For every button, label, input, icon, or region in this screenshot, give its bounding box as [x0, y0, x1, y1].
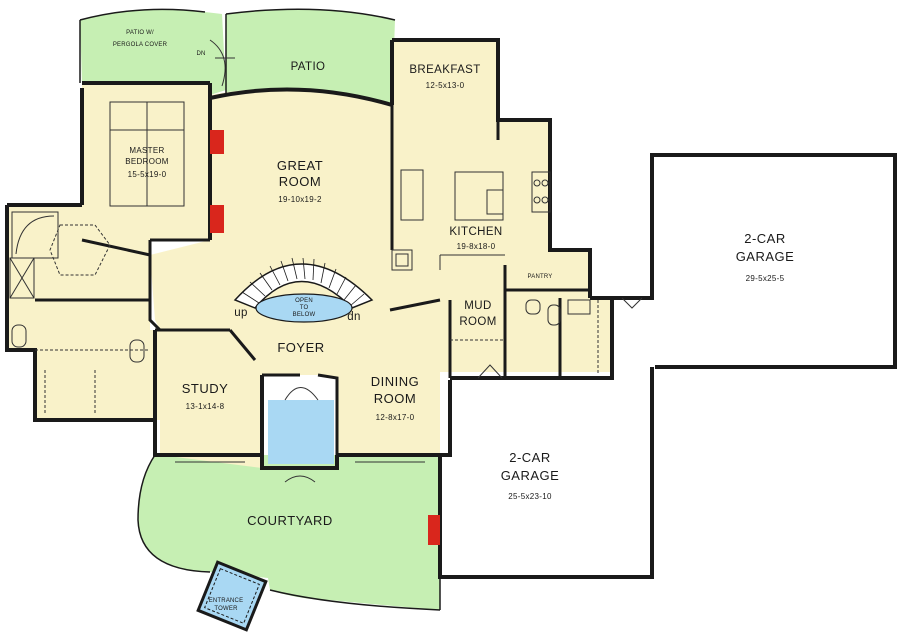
- great-room-dims: 19-10x19-2: [278, 195, 322, 204]
- open-to-below-line2: TO: [300, 305, 309, 311]
- kitchen-label: KITCHEN: [449, 226, 502, 238]
- upper-garage-label-line1: 2-CAR: [744, 231, 786, 246]
- open-to-below: [255, 293, 353, 323]
- fireplace-icons: [210, 130, 440, 545]
- great-room-label-line2: ROOM: [279, 174, 321, 189]
- lower-garage-label-line1: 2-CAR: [509, 450, 551, 465]
- pergola-patio-label-line2: PERGOLA COVER: [113, 42, 168, 48]
- master-label-line2: BEDROOM: [125, 157, 168, 166]
- pergola-patio-label-line1: PATIO W/: [126, 30, 154, 36]
- entry-vestibule: [268, 400, 334, 464]
- dining-label-line1: DINING: [371, 374, 420, 389]
- entrance-tower-line1: ENTRANCE: [209, 598, 244, 604]
- entrance-tower: [196, 560, 268, 632]
- master-label-line1: MASTER: [129, 146, 164, 155]
- mud-room-label-line2: ROOM: [459, 316, 496, 328]
- mud-room-label-line1: MUD: [464, 300, 491, 312]
- breakfast-label: BREAKFAST: [409, 64, 480, 76]
- pantry-label: PANTRY: [528, 274, 553, 280]
- upper-garage: [650, 153, 897, 369]
- study-label: STUDY: [182, 381, 229, 396]
- lower-garage-label-line2: GARAGE: [501, 468, 560, 483]
- fixtures: [9, 39, 643, 483]
- lower-garage-dims: 25-5x23-10: [508, 492, 552, 501]
- fireplace-icon: [428, 515, 440, 545]
- pergola-dn-label: DN: [196, 51, 205, 57]
- study-dims: 13-1x14-8: [186, 402, 225, 411]
- foyer-label: FOYER: [277, 340, 324, 355]
- exterior-walls: [5, 8, 652, 611]
- patio-area: [226, 9, 395, 106]
- fireplace-icon: [210, 205, 224, 233]
- lower-garage: [438, 367, 654, 579]
- pergola-patio-area: [80, 9, 226, 95]
- upper-garage-dims: 29-5x25-5: [746, 274, 785, 283]
- curved-staircase: [233, 257, 374, 323]
- interior-fill: [7, 40, 612, 468]
- great-room-label-line1: GREAT: [277, 158, 323, 173]
- upper-garage-label-line2: GARAGE: [736, 249, 795, 264]
- kitchen-dims: 19-8x18-0: [457, 242, 496, 251]
- dining-label-line2: ROOM: [374, 391, 416, 406]
- interior-walls: [35, 105, 590, 455]
- entrance-tower-line2: TOWER: [214, 606, 238, 612]
- master-dims: 15-5x19-0: [128, 170, 167, 179]
- stair-up-label: up: [234, 307, 248, 319]
- fireplace-icon: [210, 130, 224, 154]
- dining-dims: 12-8x17-0: [376, 413, 415, 422]
- open-to-below-line1: OPEN: [295, 298, 313, 304]
- courtyard-label: COURTYARD: [247, 513, 333, 528]
- patio-label: PATIO: [291, 61, 326, 73]
- open-to-below-line3: BELOW: [293, 312, 316, 318]
- stair-dn-label: dn: [347, 311, 361, 323]
- courtyard-area: [138, 455, 440, 610]
- room-labels: PATIO W/ PERGOLA COVER DN PATIO BREAKFAS…: [113, 30, 794, 612]
- breakfast-dims: 12-5x13-0: [426, 81, 465, 90]
